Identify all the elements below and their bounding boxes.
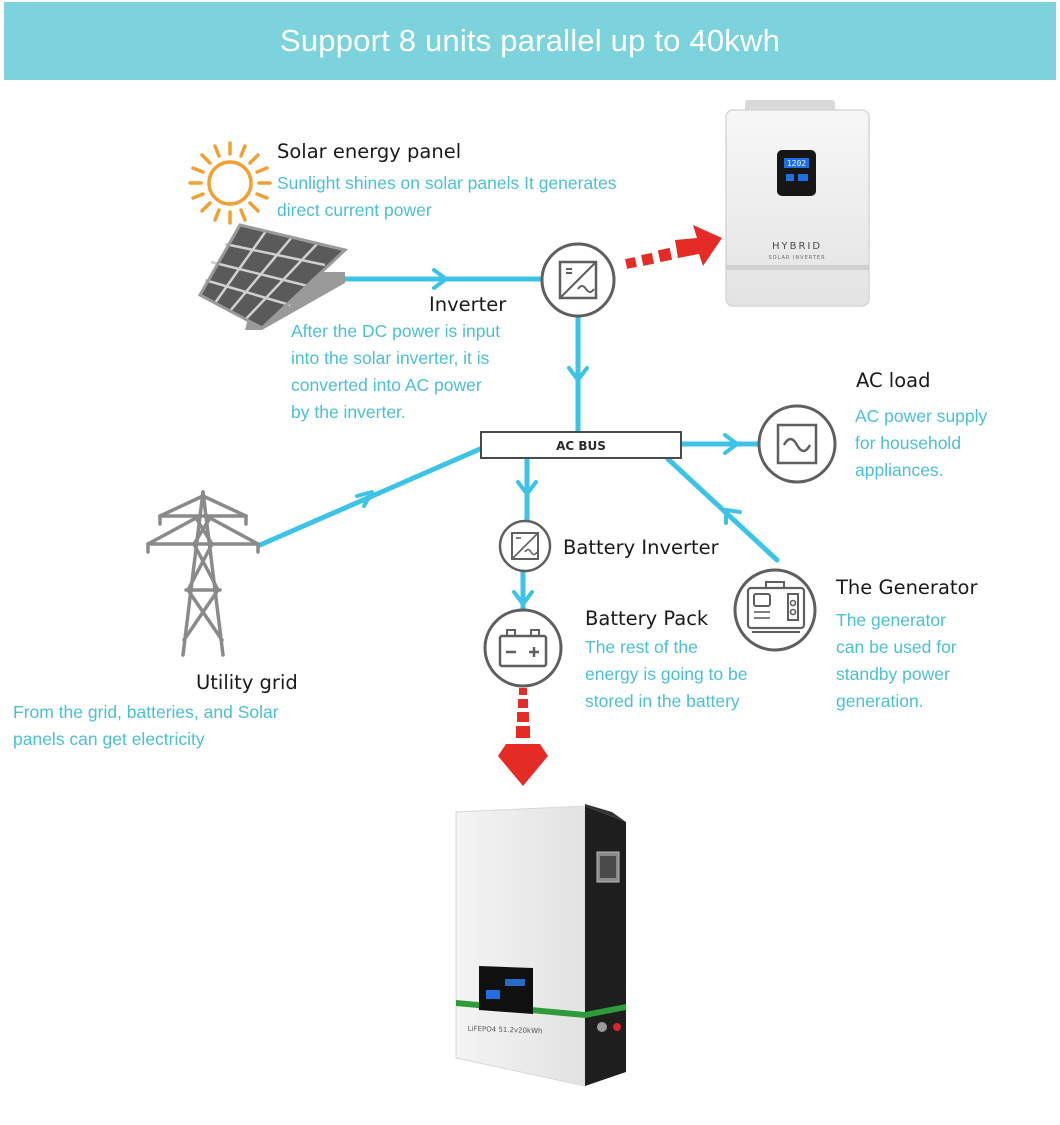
ac-load-description: AC power supply for household appliances… — [855, 406, 988, 480]
battery-model-text: LiFEPO4 51.2v20kWh — [468, 1025, 543, 1036]
utility-grid-label: Utility grid — [196, 671, 298, 694]
utility-grid-description: From the grid, batteries, and Solar pane… — [13, 702, 279, 749]
generator-to-acbus-line — [665, 456, 780, 563]
inverter-icon — [540, 242, 616, 318]
sun-icon — [188, 141, 272, 225]
inverter-screen — [777, 150, 816, 196]
solar-panel-icon — [197, 223, 349, 330]
red-arrow-to-battery — [498, 688, 548, 786]
inverter-label: Inverter — [429, 293, 507, 316]
flow-arrowheads — [355, 268, 742, 606]
inverter-description: After the DC power is input into the sol… — [291, 321, 501, 422]
solar-panel-description: Sunlight shines on solar panels It gener… — [277, 173, 617, 220]
hybrid-subtitle-text: SOLAR INVERTER — [768, 255, 825, 261]
ac-bus-label: AC BUS — [556, 439, 606, 453]
transmission-tower-icon — [146, 490, 260, 657]
arrowhead-battery-inverter — [516, 480, 538, 496]
battery-inverter-label: Battery Inverter — [563, 536, 719, 559]
arrowhead-solar — [432, 268, 448, 290]
red-arrow-to-hybrid-inverter — [625, 225, 722, 269]
arrowhead-acload — [723, 433, 739, 455]
arrowhead-inverter-down — [567, 366, 589, 382]
ac-load-label: AC load — [856, 369, 931, 392]
battery-unit-device: LiFEPO4 51.2v20kWh — [455, 804, 626, 1087]
battery-screen — [479, 966, 533, 1014]
battery-icon — [483, 608, 563, 688]
ac-bus: AC BUS — [480, 431, 682, 459]
hybrid-inverter-device: 1202 HYBRID SOLAR INVERTER — [725, 100, 870, 307]
generator-description: The generator can be used for standby po… — [836, 610, 957, 711]
title-banner: Support 8 units parallel up to 40kwh — [4, 2, 1056, 80]
banner-title: Support 8 units parallel up to 40kwh — [279, 23, 781, 58]
battery-pack-label: Battery Pack — [585, 607, 709, 630]
battery-inverter-icon — [498, 519, 552, 573]
arrowhead-generator — [724, 508, 742, 525]
generator-icon — [733, 568, 817, 652]
generator-label: The Generator — [836, 576, 978, 599]
sine-wave-icon — [757, 404, 837, 484]
solar-panel-label: Solar energy panel — [277, 140, 462, 163]
hybrid-brand-text: HYBRID — [772, 241, 822, 252]
arrowhead-battery — [512, 590, 534, 606]
arrowhead-grid — [355, 490, 374, 508]
inverter-screen-text: 1202 — [787, 159, 806, 168]
battery-pack-description: The rest of the energy is going to be st… — [585, 637, 748, 711]
